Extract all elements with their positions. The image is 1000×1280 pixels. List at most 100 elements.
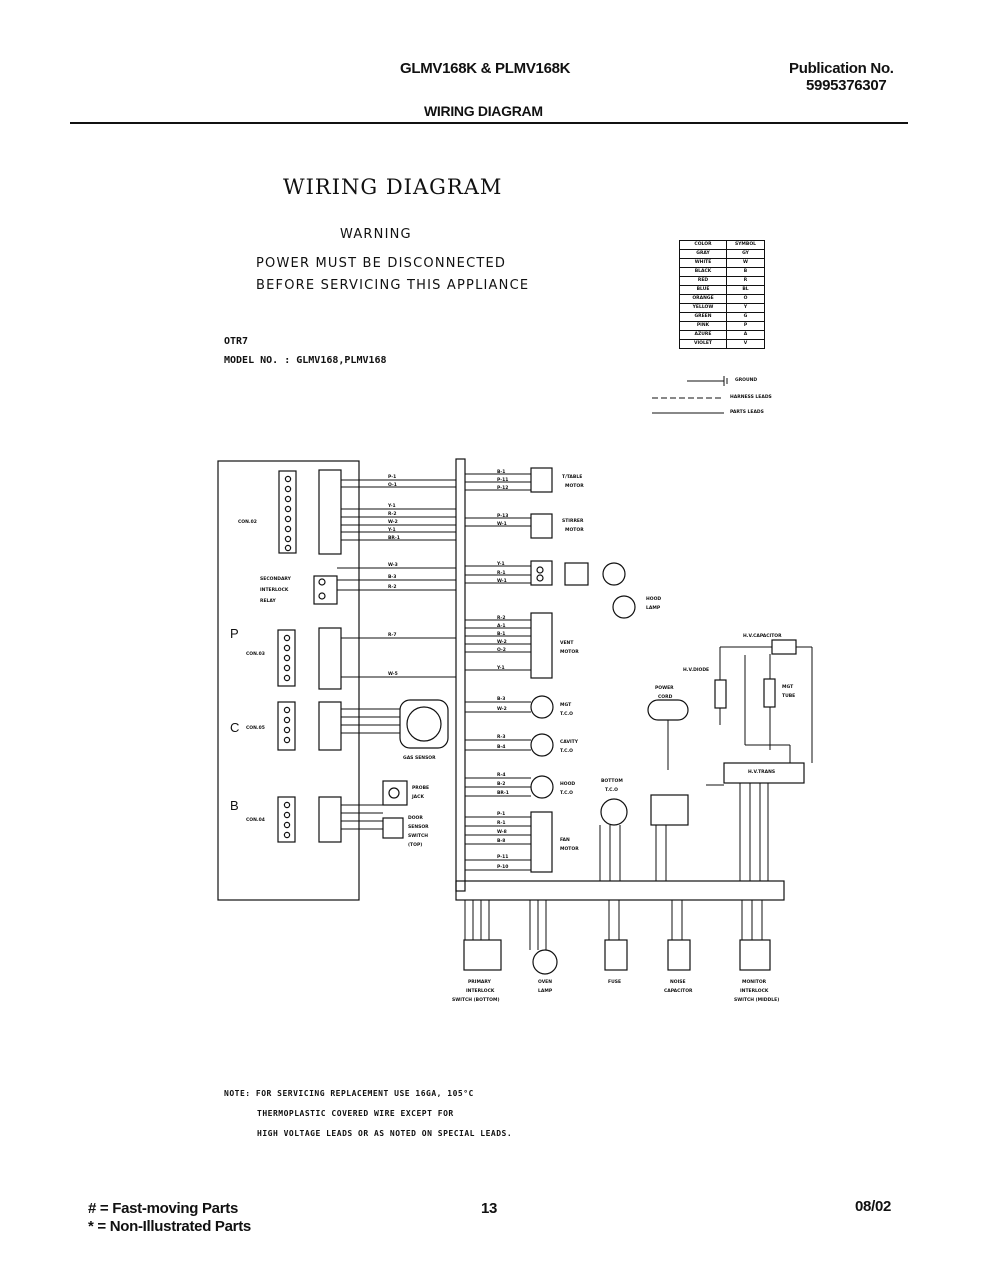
footer-page-number: 13	[481, 1200, 498, 1217]
legend-color: YELLOW	[679, 303, 727, 313]
label-hv-capacitor: H.V.CAPACITOR	[743, 634, 782, 639]
label-con05: CON.05	[246, 726, 265, 731]
label-probe-jack-1: PROBE	[412, 786, 430, 791]
warning-line-1: POWER MUST BE DISCONNECTED	[256, 256, 507, 271]
label-bottom-tco-2: T.C.O	[605, 788, 618, 793]
legend-color: GRAY	[679, 249, 727, 259]
label-noise-cap-2: CAPACITOR	[664, 989, 693, 994]
label-mgt-tco-2: T.C.O	[560, 712, 573, 717]
legend-color: PINK	[679, 321, 727, 331]
svg-text:P-1: P-1	[388, 474, 396, 480]
svg-text:O-2: O-2	[497, 647, 506, 653]
svg-text:P-11: P-11	[497, 854, 508, 860]
ttable-motor-box	[530, 467, 553, 493]
svg-text:R-2: R-2	[388, 584, 396, 590]
label-relay-3: RELAY	[260, 599, 276, 604]
hood-tco	[530, 775, 554, 799]
legend-symbol: W	[726, 258, 765, 268]
label-primary-2: INTERLOCK	[466, 989, 495, 994]
legend-symbol: A	[726, 330, 765, 340]
svg-text:BR-1: BR-1	[497, 790, 509, 796]
warning-line-2: BEFORE SERVICING THIS APPLIANCE	[256, 278, 530, 293]
svg-text:Y-1: Y-1	[496, 665, 505, 671]
footer-non-illustrated: * = Non-Illustrated Parts	[88, 1218, 251, 1235]
label-relay-2: INTERLOCK	[260, 588, 289, 593]
label-c: C	[230, 720, 240, 735]
legend-symbol: V	[726, 339, 765, 349]
label-con04: CON.04	[246, 818, 265, 823]
model-number: MODEL NO. : GLMV168,PLMV168	[224, 355, 387, 366]
bottom-tco	[600, 798, 628, 826]
label-b: B	[230, 798, 239, 813]
noise-capacitor-box-upper	[650, 794, 689, 826]
label-cavity-tco-1: CAVITY	[560, 740, 578, 745]
hood-lamp-bulb-1	[602, 562, 626, 586]
mgt-tube-box	[763, 678, 776, 708]
label-monitor-1: MONITOR	[742, 980, 767, 985]
svg-text:B-2: B-2	[497, 781, 505, 787]
label-vent-2: MOTOR	[560, 650, 579, 655]
svg-text:R-2: R-2	[497, 615, 505, 621]
label-oven-lamp-1: OVEN	[538, 980, 553, 985]
vent-motor-box	[530, 612, 553, 679]
control-board-outline	[217, 460, 360, 901]
legend-symbol: G	[726, 312, 765, 322]
svg-text:B-3: B-3	[388, 574, 396, 580]
legend-header-symbol: SYMBOL	[726, 240, 765, 250]
legend-symbol: R	[726, 276, 765, 286]
label-fan-1: FAN	[560, 838, 570, 843]
stirrer-motor-box	[530, 513, 553, 539]
label-stirrer-1: STIRRER	[562, 519, 584, 524]
header-section: WIRING DIAGRAM	[424, 103, 543, 119]
con04-connector	[277, 796, 296, 843]
primary-switch-box	[463, 939, 502, 971]
svg-text:O-1: O-1	[388, 482, 397, 488]
svg-text:B-1: B-1	[497, 631, 505, 637]
label-gas-sensor: GAS SENSOR	[403, 756, 436, 761]
label-probe-jack-2: JACK	[412, 795, 424, 800]
svg-text:B-8: B-8	[497, 838, 505, 844]
svg-text:W-5: W-5	[388, 671, 398, 677]
mgt-tco	[530, 695, 554, 719]
svg-text:W-2: W-2	[497, 639, 507, 645]
legend-color: RED	[679, 276, 727, 286]
fan-motor-box	[530, 811, 553, 873]
svg-text:P-10: P-10	[497, 864, 508, 870]
label-primary-3: SWITCH (BOTTOM)	[452, 998, 500, 1003]
label-door-switch-2: SENSOR	[408, 825, 429, 830]
legend-symbol: BL	[726, 285, 765, 295]
svg-text:B-4: B-4	[497, 744, 505, 750]
label-hv-diode: H.V.DIODE	[683, 668, 710, 673]
svg-text:A-1: A-1	[497, 623, 505, 629]
label-door-switch-1: DOOR	[408, 816, 423, 821]
label-ttable-1: T/TABLE	[562, 475, 583, 480]
label-hood-tco-2: T.C.O	[560, 791, 573, 796]
svg-text:R-2: R-2	[388, 511, 396, 517]
publication-number: 5995376307	[806, 77, 887, 94]
label-con03: CON.03	[246, 652, 265, 657]
label-vent-1: VENT	[560, 641, 574, 646]
legend-symbol: GY	[726, 249, 765, 259]
hv-diode-box	[714, 679, 727, 709]
otr-code: OTR7	[224, 336, 249, 347]
svg-text:P-13: P-13	[497, 513, 508, 519]
svg-text:R-4: R-4	[497, 772, 505, 778]
label-ttable-2: MOTOR	[565, 484, 584, 489]
label-con02: CON.02	[238, 520, 257, 525]
svg-text:W-2: W-2	[497, 706, 507, 712]
svg-text:Y-1: Y-1	[387, 527, 396, 533]
note-line-3: HIGH VOLTAGE LEADS OR AS NOTED ON SPECIA…	[257, 1129, 513, 1138]
label-relay-1: SECONDARY	[260, 577, 291, 582]
legend-color: GREEN	[679, 312, 727, 322]
label-mgt-tco-1: MGT	[560, 703, 572, 708]
oven-lamp	[532, 949, 558, 975]
header-model: GLMV168K & PLMV168K	[400, 60, 571, 77]
con03-connector	[277, 629, 296, 687]
label-p: P	[230, 626, 239, 641]
